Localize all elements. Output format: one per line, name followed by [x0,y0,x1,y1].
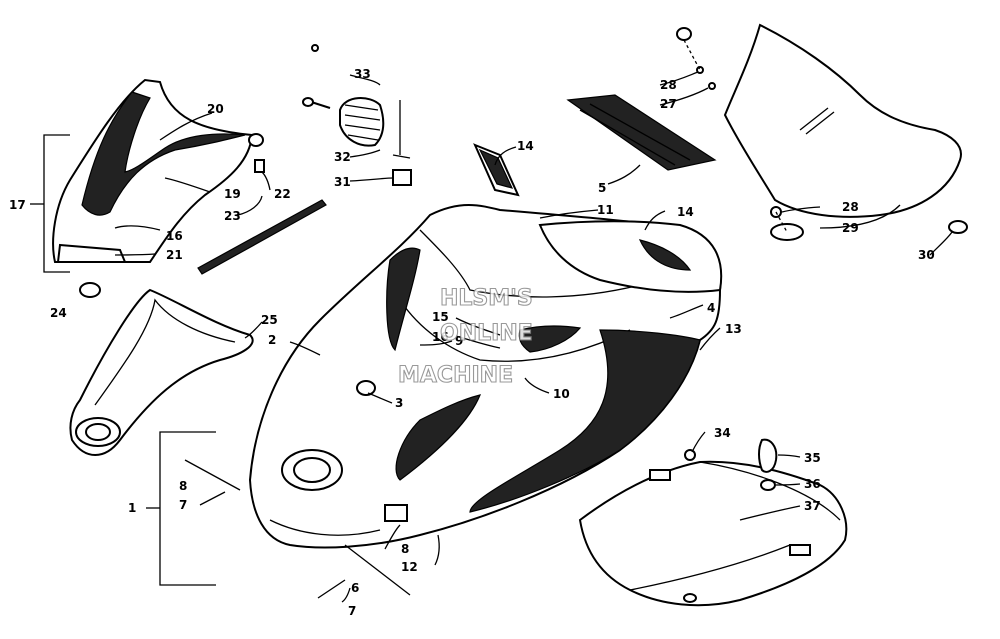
callout-34: 34 [714,426,731,440]
callout-23: 23 [224,209,241,223]
callout-13: 13 [725,322,742,336]
callout-8b: 8 [401,542,409,556]
callout-24: 24 [50,306,67,320]
vent-grille-5 [566,94,717,171]
liner-25 [69,288,254,456]
callout-32: 32 [334,150,351,164]
callout-19: 19 [224,187,241,201]
callout-8a: 8 [179,479,187,493]
callout-12: 12 [401,560,418,574]
callout-16a: 16 [432,330,449,344]
callout-1: 1 [128,501,136,515]
callout-7a: 7 [179,498,187,512]
windshield-fasteners [676,27,968,241]
callout-20: 20 [207,102,224,116]
callout-5: 5 [598,181,606,195]
callout-9: 9 [455,334,463,348]
watermark-line-2: ONLINE [440,321,533,346]
hood-side-panel [52,78,264,263]
callout-17: 17 [9,198,26,212]
callout-25: 25 [261,313,278,327]
callout-7b: 7 [348,604,356,618]
watermark-line-3: MACHINE [398,363,513,388]
callout-28b: 28 [842,200,859,214]
callout-11: 11 [597,203,614,217]
callout-6: 6 [351,581,359,595]
callout-14a: 14 [517,139,534,153]
callout-16b: 16 [166,229,183,243]
callout-2: 2 [268,333,276,347]
callout-4: 4 [707,301,715,315]
callout-22: 22 [274,187,291,201]
callout-10: 10 [553,387,570,401]
callout-37: 37 [804,499,821,513]
callout-28a: 28 [660,78,677,92]
callout-35: 35 [804,451,821,465]
trim-strip-23 [197,199,327,275]
group-17-bracket [30,134,70,273]
callout-30: 30 [918,248,935,262]
hardware-31-33 [302,44,412,186]
callout-15: 15 [432,310,449,324]
watermark: HLSM'S ONLINE MACHINE [397,285,533,388]
leader-lines [114,71,953,603]
callout-36: 36 [804,477,821,491]
group-1-bracket [146,431,411,599]
callout-27: 27 [660,97,677,111]
callout-labels: 1 2 3 4 5 6 7 7 8 8 9 10 11 12 13 14 14 … [9,67,935,618]
grommet-24 [79,282,101,298]
clip-22 [254,159,265,173]
callout-31: 31 [334,175,351,189]
callout-14b: 14 [677,205,694,219]
decal-14-upper [473,143,520,197]
upper-console [538,220,723,293]
belly-pan-37 [578,460,848,607]
callout-3: 3 [395,396,403,410]
callout-29: 29 [842,221,859,235]
windshield-29 [723,23,962,218]
callout-33: 33 [354,67,371,81]
callout-21: 21 [166,248,183,262]
main-hood-2 [248,204,722,549]
hardware-34-36 [684,438,778,491]
watermark-line-1: HLSM'S [440,286,533,311]
